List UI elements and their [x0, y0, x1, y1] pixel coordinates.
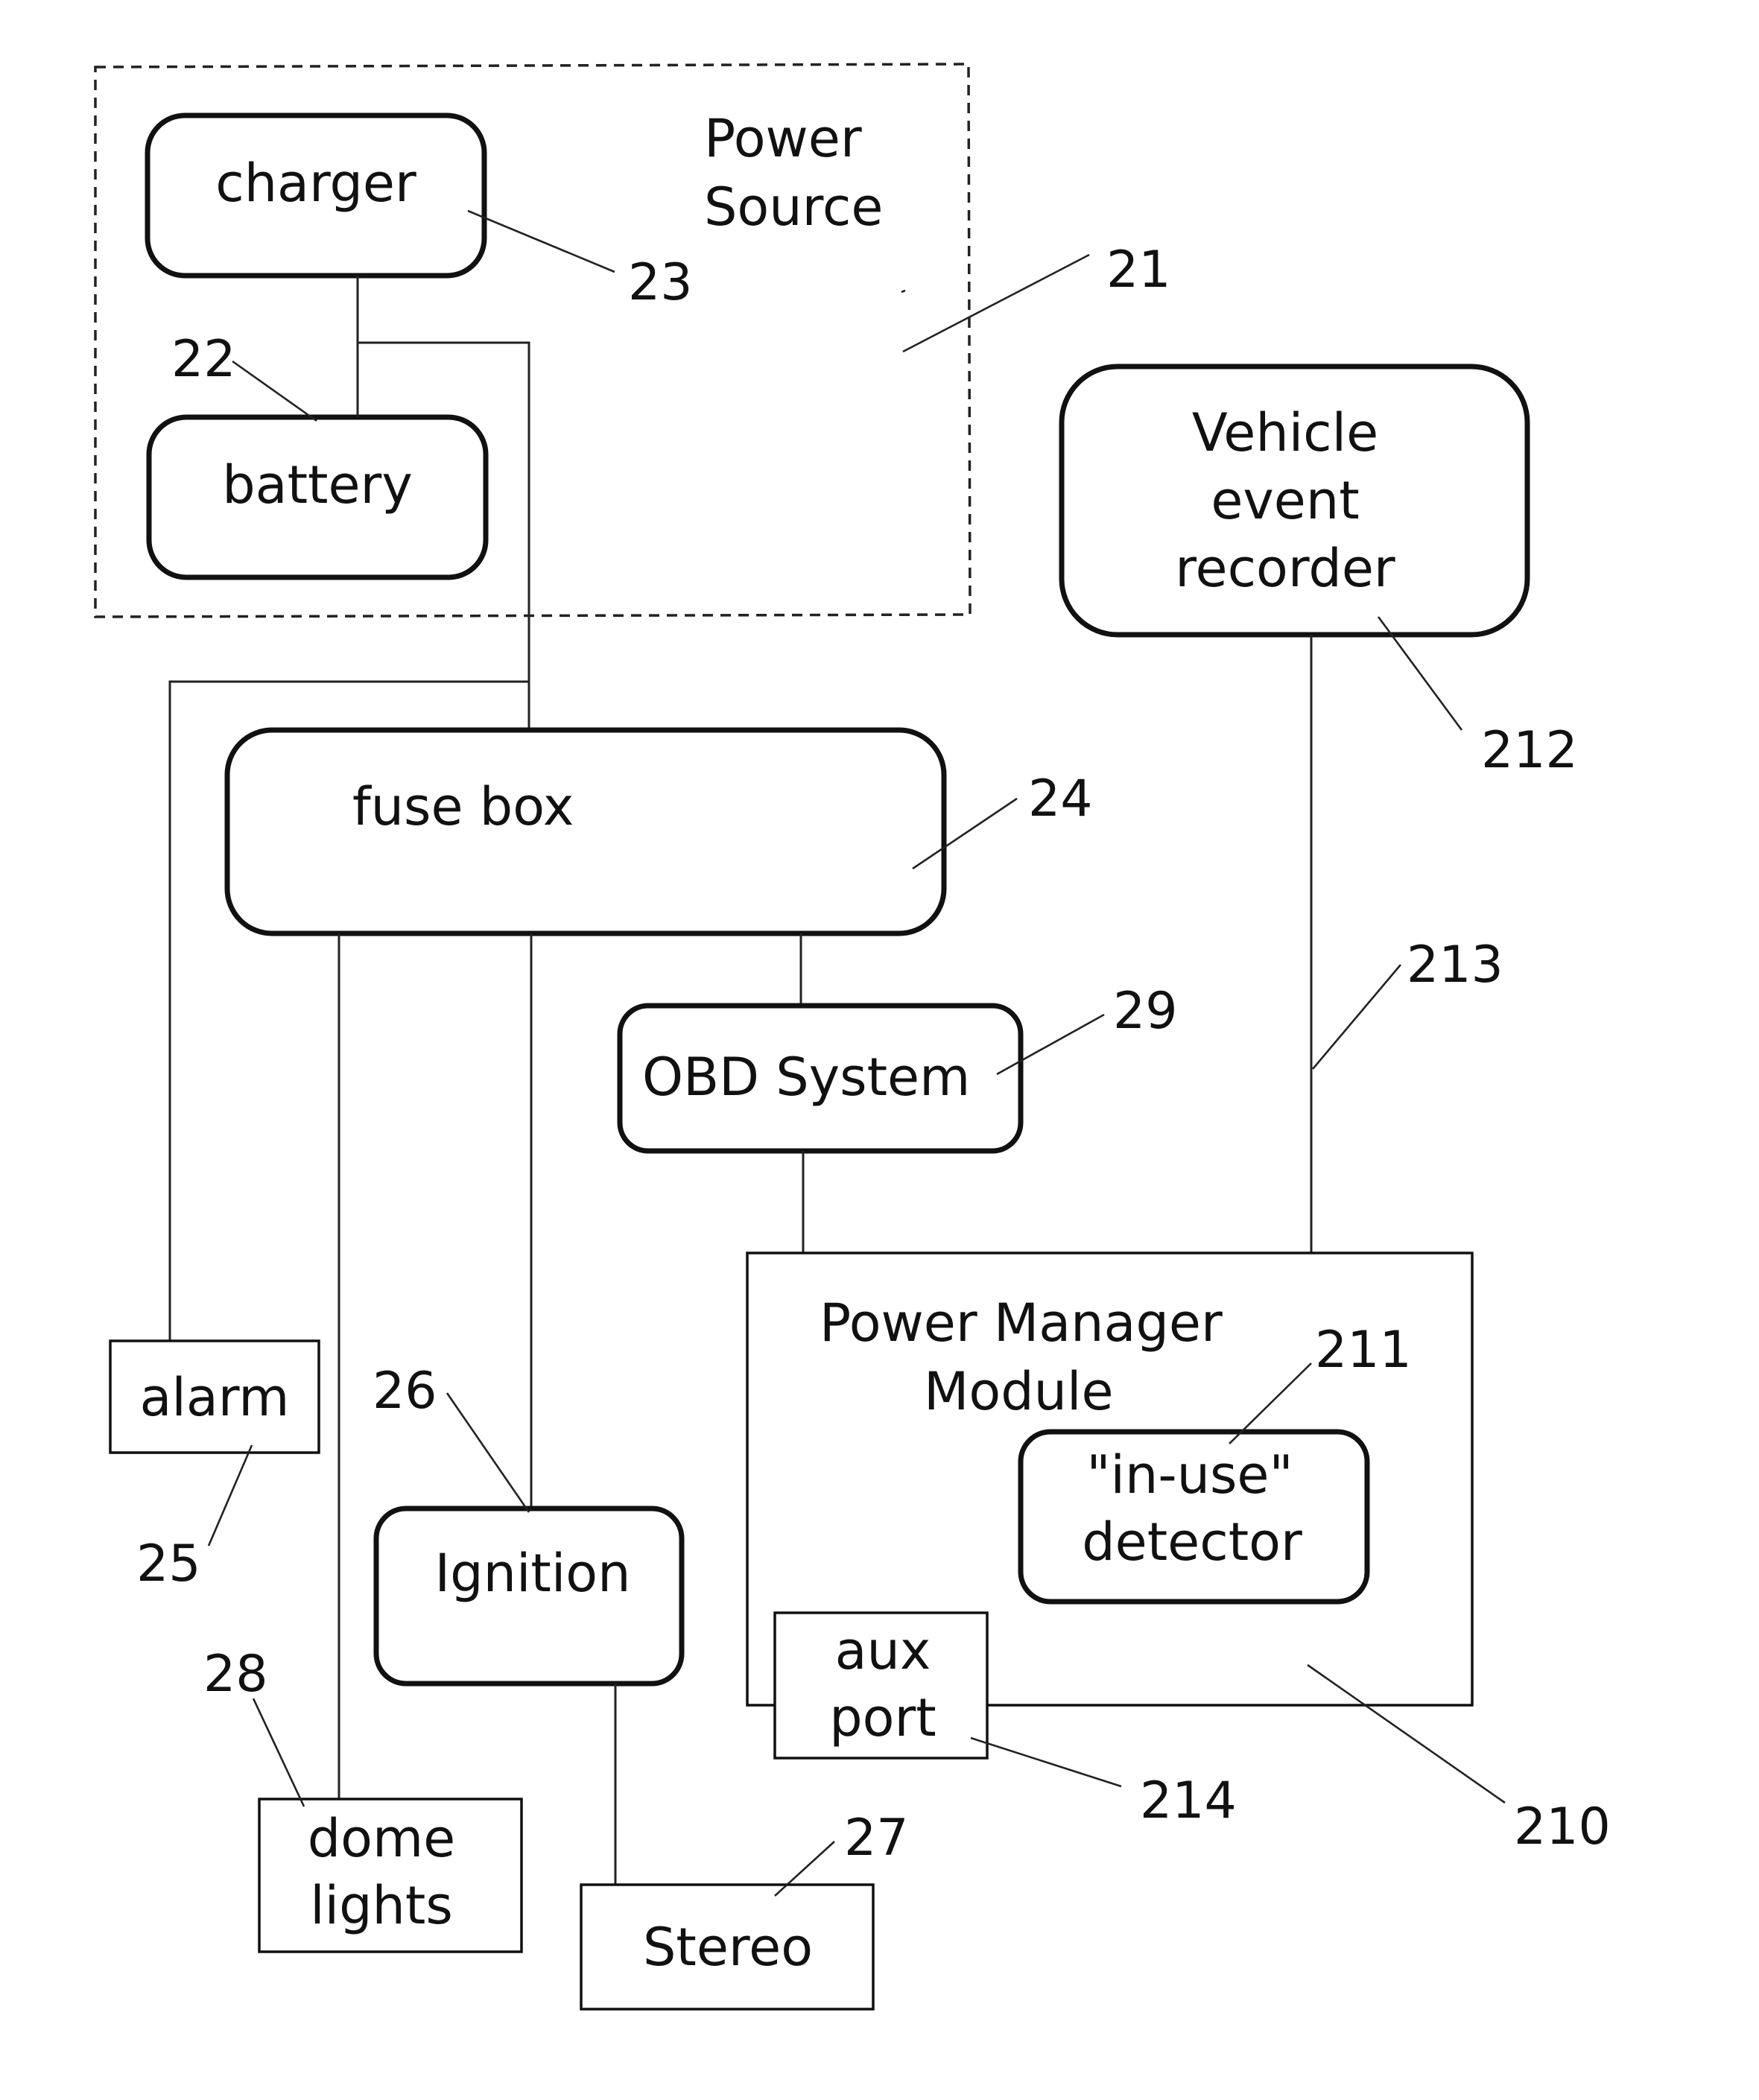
- battery-leader: [232, 361, 317, 421]
- charger-leader: [468, 211, 615, 272]
- vehicle-event-recorder-label-line3: recorder: [1175, 538, 1395, 599]
- connection-leader: [1313, 965, 1401, 1069]
- dome-lights-leader: [253, 1698, 304, 1806]
- vehicle-event-recorder-block: Vehicle event recorder 212: [1062, 367, 1578, 780]
- in-use-detector-label-line2: detector: [1082, 1511, 1302, 1573]
- power-manager-module-leader: [1308, 1665, 1505, 1803]
- power-source-leader: [903, 255, 1089, 352]
- power-source-label-line1: Power: [704, 108, 862, 169]
- stereo-label: Stereo: [643, 1917, 813, 1978]
- battery-label: battery: [222, 454, 413, 516]
- aux-port-block: aux port 214: [775, 1613, 1237, 1830]
- dome-lights-ref: 28: [203, 1645, 268, 1704]
- charger-block: charger 23: [148, 115, 693, 312]
- alarm-block: alarm 25: [110, 1341, 319, 1593]
- in-use-detector-label-line1: "in-use": [1086, 1444, 1293, 1506]
- obd-system-ref: 29: [1113, 982, 1178, 1041]
- dome-lights-label-line1: dome: [308, 1808, 456, 1869]
- aux-port-label-line2: port: [829, 1687, 936, 1748]
- ignition-leader: [447, 1393, 529, 1512]
- alarm-ref: 25: [136, 1535, 201, 1593]
- stereo-leader: [775, 1842, 834, 1896]
- battery-fusebox-wire: [358, 343, 529, 730]
- power-source-ref: 21: [1106, 241, 1171, 299]
- ignition-label: Ignition: [435, 1543, 631, 1604]
- obd-system-leader: [997, 1015, 1104, 1074]
- power-manager-module-ref: 210: [1514, 1798, 1611, 1856]
- obd-system-block: OBD System 29: [620, 982, 1178, 1151]
- stereo-block: Stereo 27: [581, 1809, 909, 2009]
- vehicle-event-recorder-label-line1: Vehicle: [1192, 402, 1378, 463]
- fuse-box-leader: [913, 799, 1017, 869]
- obd-system-label: OBD System: [642, 1047, 970, 1108]
- charger-label: charger: [215, 153, 416, 214]
- aux-port-label-line1: aux: [835, 1620, 931, 1681]
- fuse-box-block: fuse box 24: [227, 730, 1093, 933]
- battery-ref: 22: [171, 330, 236, 389]
- fuse-box-box: [227, 730, 944, 933]
- in-use-detector-ref: 211: [1315, 1321, 1412, 1380]
- vehicle-event-recorder-label-line2: event: [1211, 470, 1359, 531]
- alarm-leader: [209, 1445, 252, 1546]
- ignition-block: Ignition 26: [373, 1362, 682, 1684]
- aux-port-leader: [971, 1738, 1121, 1786]
- power-manager-module-label-line1: Power Manager: [820, 1292, 1223, 1354]
- charger-ref: 23: [628, 253, 693, 312]
- aux-port-ref: 214: [1140, 1771, 1237, 1830]
- power-manager-module-label-line2: Module: [924, 1361, 1114, 1422]
- dome-lights-block: dome lights 28: [203, 1645, 522, 1952]
- power-source-label-line2: Source: [704, 177, 883, 238]
- dome-lights-label-line2: lights: [310, 1875, 453, 1936]
- fuse-box-ref: 24: [1028, 770, 1093, 828]
- alarm-label: alarm: [140, 1367, 290, 1428]
- battery-block: battery 22: [149, 330, 486, 577]
- ignition-ref: 26: [373, 1362, 437, 1421]
- fuse-box-label: fuse box: [352, 776, 574, 837]
- power-source-group: Power Source 21: [95, 64, 1171, 617]
- stereo-ref: 27: [844, 1809, 909, 1868]
- vehicle-event-recorder-ref: 212: [1481, 721, 1578, 780]
- connection-ref: 213: [1407, 936, 1503, 995]
